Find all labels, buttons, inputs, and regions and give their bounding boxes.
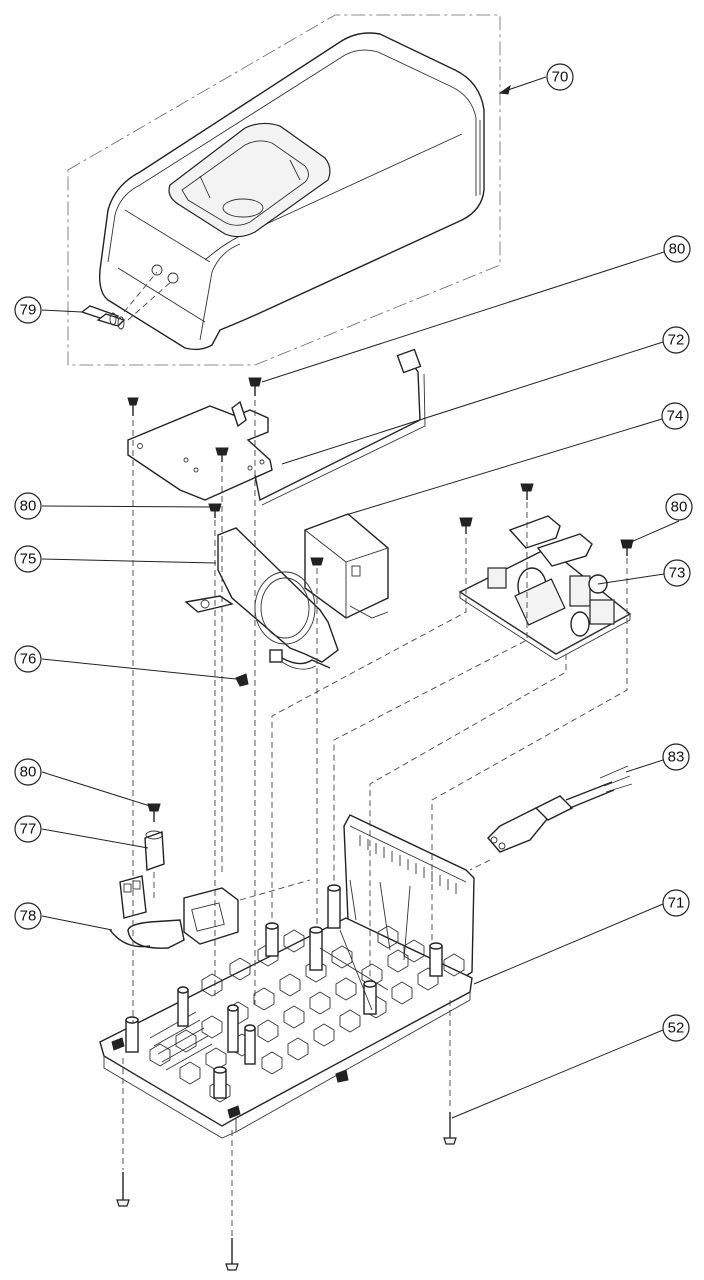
- callout-83: 83: [662, 743, 690, 771]
- callout-74: 74: [661, 402, 689, 430]
- power-cord-part: [487, 765, 633, 853]
- mounting-posts: [125, 884, 443, 1099]
- svg-text:52: 52: [668, 1020, 685, 1037]
- banana-plugs-part: [80, 271, 174, 330]
- leader-lines: [41, 76, 680, 1119]
- callout-72: 72: [662, 326, 690, 354]
- callout-80-lower: 80: [14, 758, 42, 786]
- svg-text:70: 70: [552, 69, 569, 86]
- callout-80-left: 80: [14, 492, 42, 520]
- svg-text:71: 71: [668, 895, 685, 912]
- svg-text:74: 74: [667, 408, 684, 425]
- callout-73: 73: [663, 559, 691, 587]
- top-cover-part: [67, 14, 501, 366]
- svg-text:79: 79: [20, 302, 37, 319]
- svg-text:77: 77: [20, 821, 37, 838]
- callout-80-right: 80: [665, 493, 693, 521]
- svg-text:72: 72: [668, 332, 685, 349]
- callout-70: 70: [546, 63, 574, 91]
- base-part: [99, 814, 475, 1139]
- callout-80-top: 80: [663, 235, 691, 263]
- callout-76: 76: [14, 645, 42, 673]
- svg-text:75: 75: [20, 551, 37, 568]
- svg-text:76: 76: [20, 651, 37, 668]
- honeycomb-pattern: [149, 925, 465, 1103]
- callout-52: 52: [662, 1014, 690, 1042]
- callout-78: 78: [14, 902, 42, 930]
- callout-79: 79: [14, 296, 42, 324]
- callout-77: 77: [14, 815, 42, 843]
- heatsink-fins: [149, 1011, 213, 1071]
- callout-75: 75: [14, 545, 42, 573]
- transformer-part: [304, 513, 389, 619]
- bracket-part: [184, 527, 339, 687]
- power-supply-pcb-part: [458, 483, 634, 661]
- svg-text:83: 83: [668, 749, 685, 766]
- svg-text:80: 80: [671, 499, 688, 516]
- svg-text:73: 73: [669, 565, 686, 582]
- bottom-screws-part: [116, 1112, 457, 1271]
- fuse-holder-part: [144, 803, 165, 871]
- svg-text:80: 80: [20, 764, 37, 781]
- socket-switch-part: [109, 875, 239, 949]
- mounting-plate-part: [127, 348, 426, 518]
- svg-text:78: 78: [20, 908, 37, 925]
- assembly-lines: [122, 400, 628, 1236]
- svg-text:80: 80: [669, 241, 686, 258]
- callout-71: 71: [662, 889, 690, 917]
- svg-text:80: 80: [20, 498, 37, 515]
